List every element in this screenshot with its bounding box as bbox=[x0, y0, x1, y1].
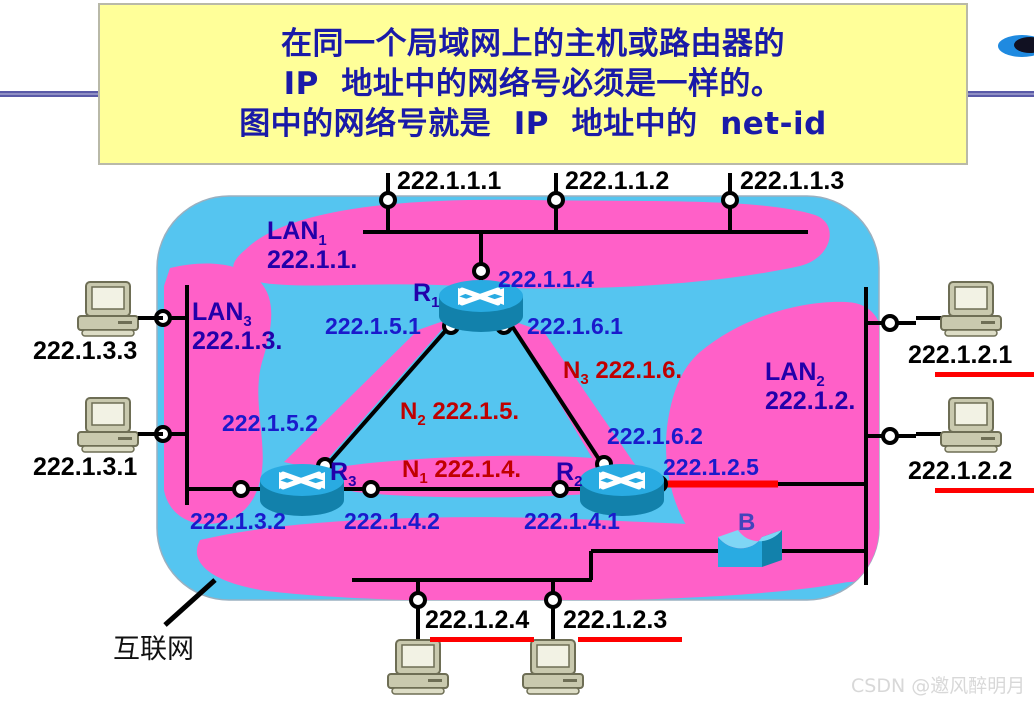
iface-ip-222-1-5-1: 222.1.5.1 bbox=[325, 313, 421, 339]
lan3-name: LAN bbox=[192, 298, 244, 326]
iface-ip-222-1-3-2: 222.1.3.2 bbox=[190, 508, 286, 534]
router-r3-label: R3 bbox=[330, 458, 356, 490]
underline-222-1-2-3 bbox=[578, 637, 682, 642]
lan3-label: LAN3 222.1.3. bbox=[192, 298, 283, 356]
wan-n3-label: N3 222.1.6. bbox=[563, 357, 682, 388]
router-r1-label: R1 bbox=[413, 279, 439, 311]
lan2-sub: 2 bbox=[816, 373, 825, 390]
iface-ip-222-1-2-5: 222.1.2.5 bbox=[663, 454, 759, 480]
wan-n3-net: 222.1.6. bbox=[595, 357, 683, 384]
host-ip-222-1-1-3: 222.1.1.3 bbox=[740, 167, 845, 195]
iface-ip-222-1-1-4: 222.1.1.4 bbox=[498, 266, 594, 292]
host-ip-222-1-2-4: 222.1.2.4 bbox=[425, 606, 530, 634]
wan-n1-name: N bbox=[402, 456, 420, 483]
host-ip-222-1-3-1: 222.1.3.1 bbox=[33, 453, 138, 481]
router-r1-sub: 1 bbox=[431, 294, 440, 311]
host-icon[interactable] bbox=[916, 397, 1002, 453]
lan2-name: LAN bbox=[765, 358, 817, 386]
underline-222-1-2-2 bbox=[935, 488, 1034, 493]
lan1-sub: 1 bbox=[318, 232, 327, 249]
corner-logo-icon bbox=[996, 34, 1034, 62]
callout-line-2: IP 地址中的网络号必须是一样的。 bbox=[283, 65, 783, 102]
router-r2-icon[interactable] bbox=[580, 464, 664, 516]
host-icon[interactable] bbox=[77, 281, 163, 337]
router-r3-name: R bbox=[330, 458, 349, 486]
lan3-net: 222.1.3. bbox=[192, 327, 283, 356]
lan1-net: 222.1.1. bbox=[267, 246, 358, 275]
lan2-net: 222.1.2. bbox=[765, 387, 856, 416]
router-r3-sub: 3 bbox=[348, 473, 357, 490]
router-r1-name: R bbox=[413, 279, 432, 307]
iface-ip-222-1-6-2: 222.1.6.2 bbox=[607, 423, 703, 449]
wan-n1-sub: 1 bbox=[419, 469, 428, 487]
underline-222-1-2-1 bbox=[935, 372, 1034, 377]
callout-box: 在同一个局域网上的主机或路由器的 IP 地址中的网络号必须是一样的。 图中的网络… bbox=[98, 3, 968, 165]
internet-cloud bbox=[156, 195, 880, 601]
host-ip-222-1-2-3: 222.1.2.3 bbox=[563, 606, 668, 634]
csdn-watermark: CSDN @邀风醉明月 bbox=[851, 675, 1026, 697]
wan-n2-name: N bbox=[400, 398, 418, 425]
underline-222-1-2-4 bbox=[430, 637, 534, 642]
wan-n2-label: N2 222.1.5. bbox=[400, 398, 519, 429]
lan3-sub: 3 bbox=[243, 313, 252, 330]
host-ip-222-1-1-1: 222.1.1.1 bbox=[397, 167, 502, 195]
bridge-label: B bbox=[738, 509, 756, 536]
callout-line-1: 在同一个局域网上的主机或路由器的 bbox=[281, 25, 785, 62]
router-r1-icon[interactable] bbox=[439, 280, 523, 332]
host-ip-222-1-2-2: 222.1.2.2 bbox=[908, 457, 1013, 485]
host-icon[interactable] bbox=[522, 639, 584, 695]
wan-n1-label: N1 222.1.4. bbox=[402, 456, 521, 487]
router-r3-icon[interactable] bbox=[260, 464, 344, 516]
wan-n2-sub: 2 bbox=[417, 411, 426, 429]
lan1-name: LAN bbox=[267, 217, 319, 245]
internet-leader-line bbox=[163, 578, 217, 627]
iface-ip-222-1-4-1: 222.1.4.1 bbox=[524, 508, 620, 534]
bridge-icon[interactable] bbox=[718, 530, 782, 567]
iface-ip-222-1-6-1: 222.1.6.1 bbox=[527, 313, 623, 339]
host-ip-222-1-3-3: 222.1.3.3 bbox=[33, 337, 138, 365]
wan-n1-net: 222.1.4. bbox=[434, 456, 522, 483]
host-icons bbox=[77, 281, 1002, 695]
host-icon[interactable] bbox=[916, 281, 1002, 337]
host-icon[interactable] bbox=[77, 397, 163, 453]
router-r2-name: R bbox=[556, 458, 575, 486]
lan1-label: LAN1 222.1.1. bbox=[267, 217, 358, 275]
lan2-label: LAN2 222.1.2. bbox=[765, 358, 856, 416]
wan-n3-sub: 3 bbox=[580, 370, 589, 388]
iface-ip-222-1-5-2: 222.1.5.2 bbox=[222, 410, 318, 436]
router-r2-sub: 2 bbox=[574, 473, 583, 490]
router-r2-label: R2 bbox=[556, 458, 582, 490]
host-icon[interactable] bbox=[387, 639, 449, 695]
iface-ip-222-1-4-2: 222.1.4.2 bbox=[344, 508, 440, 534]
wan-n3-name: N bbox=[563, 357, 581, 384]
host-ip-222-1-2-1: 222.1.2.1 bbox=[908, 341, 1013, 369]
callout-line-3: 图中的网络号就是 IP 地址中的 net-id bbox=[239, 106, 827, 143]
host-ip-222-1-1-2: 222.1.1.2 bbox=[565, 167, 670, 195]
internet-label: 互联网 bbox=[113, 634, 194, 665]
wan-n2-net: 222.1.5. bbox=[432, 398, 520, 425]
